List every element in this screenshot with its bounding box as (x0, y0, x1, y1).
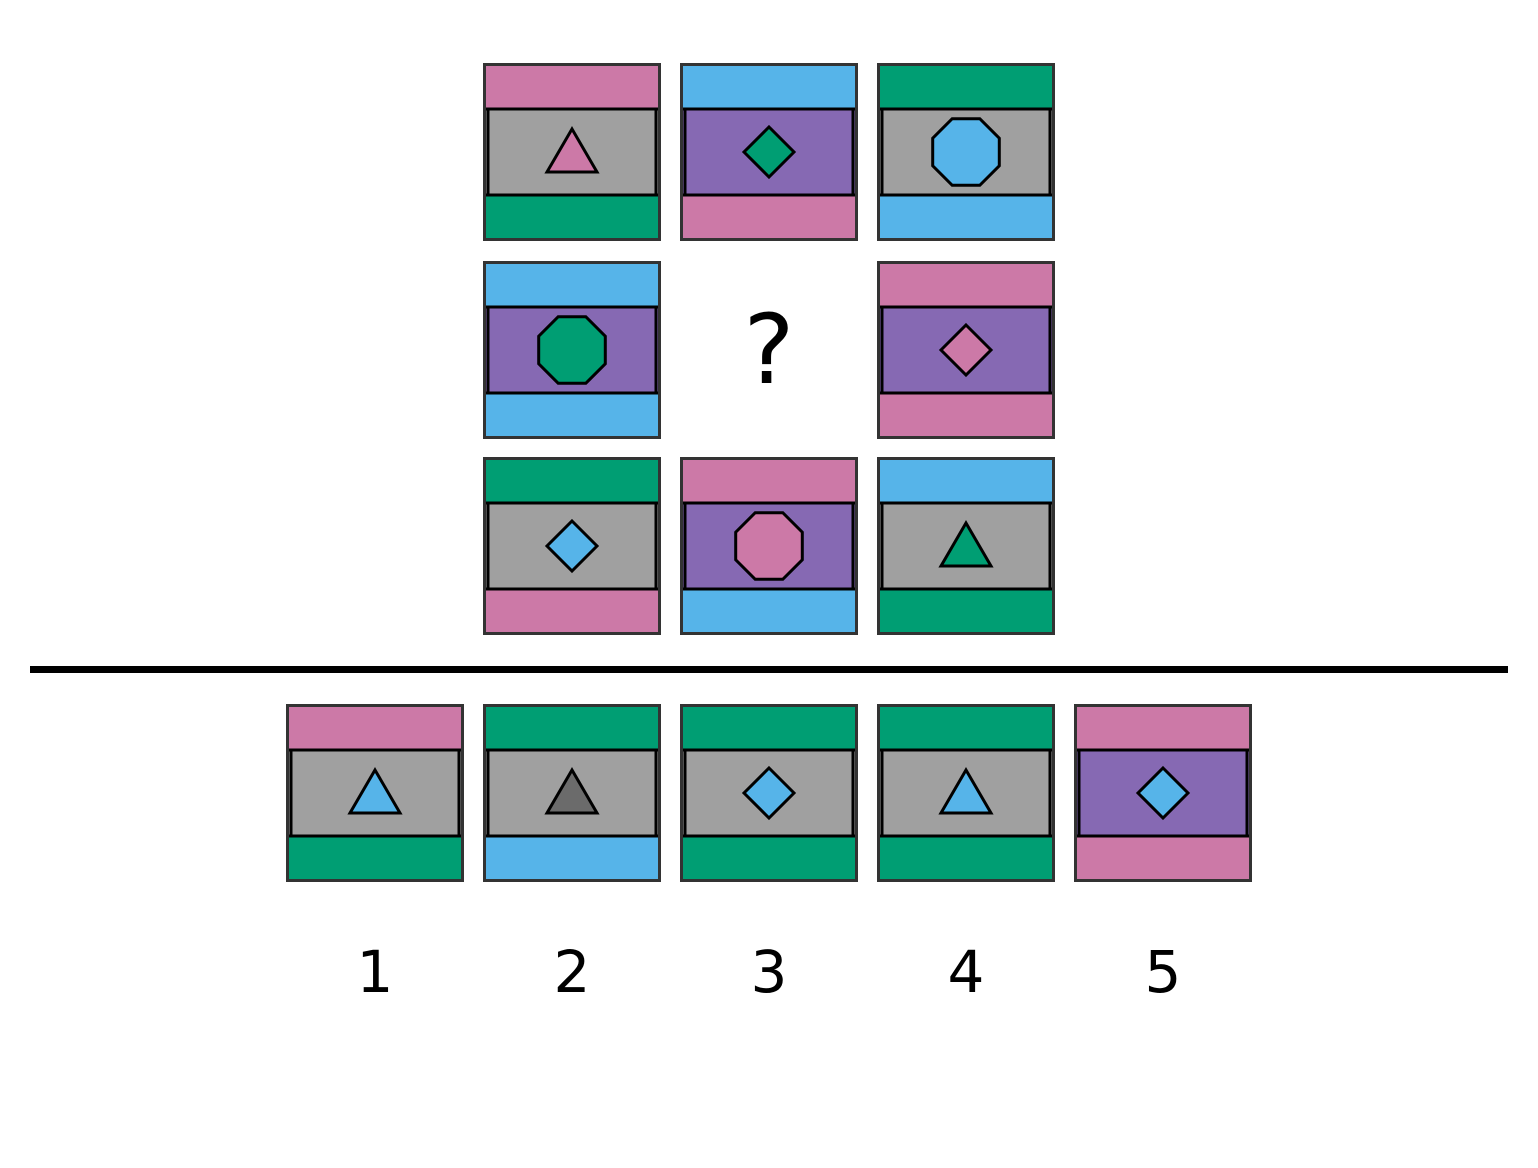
grid-tile-r3-c2 (680, 457, 858, 635)
tile-graphic (680, 63, 858, 241)
grid-tile-r1-c1 (483, 63, 661, 241)
tile-frame (483, 63, 661, 241)
tile-bottom-band (485, 195, 659, 239)
tile-frame (680, 63, 858, 241)
tile-top-band (879, 706, 1053, 750)
tile-graphic (286, 704, 464, 882)
grid-tile-r1-c3 (877, 63, 1055, 241)
triangle-shape (938, 767, 994, 815)
answer-option-3[interactable] (680, 704, 858, 882)
tile-bottom-band (879, 836, 1053, 880)
grid-tile-r3-c3 (877, 457, 1055, 635)
tile-frame (877, 261, 1055, 439)
tile-frame (877, 457, 1055, 635)
tile-bottom-band (879, 195, 1053, 239)
tile-top-band (485, 263, 659, 307)
tile-graphic (680, 457, 858, 635)
triangle-shape (347, 767, 403, 815)
answer-option-5[interactable] (1074, 704, 1252, 882)
tile-bottom-band (1076, 836, 1250, 880)
missing-tile-marker: ? (743, 294, 795, 406)
grid-tile-r1-c2 (680, 63, 858, 241)
tile-bottom-band (682, 589, 856, 633)
option-label-3: 3 (750, 938, 788, 1006)
tile-top-band (879, 65, 1053, 109)
tile-graphic (877, 261, 1055, 439)
diamond-shape (544, 518, 600, 574)
tile-frame (680, 457, 858, 635)
tile-top-band (485, 459, 659, 503)
tile-bottom-band (485, 393, 659, 437)
diamond-shape (938, 322, 994, 378)
tile-top-band (485, 65, 659, 109)
diamond-shape (1135, 765, 1191, 821)
triangle-shape (938, 520, 994, 568)
tile-top-band (1076, 706, 1250, 750)
tile-graphic (483, 63, 661, 241)
answer-option-2[interactable] (483, 704, 661, 882)
tile-graphic (1074, 704, 1252, 882)
tile-top-band (682, 459, 856, 503)
tile-frame (877, 63, 1055, 241)
octagon-shape (537, 315, 607, 385)
triangle-shape (544, 126, 600, 174)
tile-graphic (483, 704, 661, 882)
tile-bottom-band (879, 393, 1053, 437)
tile-bottom-band (682, 195, 856, 239)
tile-top-band (288, 706, 462, 750)
tile-bottom-band (879, 589, 1053, 633)
tile-graphic (877, 704, 1055, 882)
tile-top-band (485, 706, 659, 750)
option-label-1: 1 (356, 938, 394, 1006)
tile-frame (483, 704, 661, 882)
tile-top-band (682, 706, 856, 750)
option-label-2: 2 (553, 938, 591, 1006)
octagon-shape (931, 117, 1001, 187)
tile-frame (483, 261, 661, 439)
tile-graphic (877, 63, 1055, 241)
option-label-5: 5 (1144, 938, 1182, 1006)
grid-tile-r2-c1 (483, 261, 661, 439)
answer-option-4[interactable] (877, 704, 1055, 882)
tile-frame (877, 704, 1055, 882)
octagon-shape (734, 511, 804, 581)
tile-graphic (877, 457, 1055, 635)
triangle-shape (544, 767, 600, 815)
tile-frame (286, 704, 464, 882)
diamond-shape (741, 124, 797, 180)
tile-frame (1074, 704, 1252, 882)
diamond-shape (741, 765, 797, 821)
tile-bottom-band (485, 589, 659, 633)
tile-top-band (879, 263, 1053, 307)
tile-top-band (682, 65, 856, 109)
tile-bottom-band (288, 836, 462, 880)
tile-graphic (680, 704, 858, 882)
tile-frame (680, 704, 858, 882)
grid-tile-r2-c3 (877, 261, 1055, 439)
tile-frame (483, 457, 661, 635)
divider-line (30, 666, 1508, 673)
tile-bottom-band (485, 836, 659, 880)
grid-tile-r3-c1 (483, 457, 661, 635)
answer-option-1[interactable] (286, 704, 464, 882)
option-label-4: 4 (947, 938, 985, 1006)
tile-graphic (483, 261, 661, 439)
tile-top-band (879, 459, 1053, 503)
tile-bottom-band (682, 836, 856, 880)
tile-graphic (483, 457, 661, 635)
